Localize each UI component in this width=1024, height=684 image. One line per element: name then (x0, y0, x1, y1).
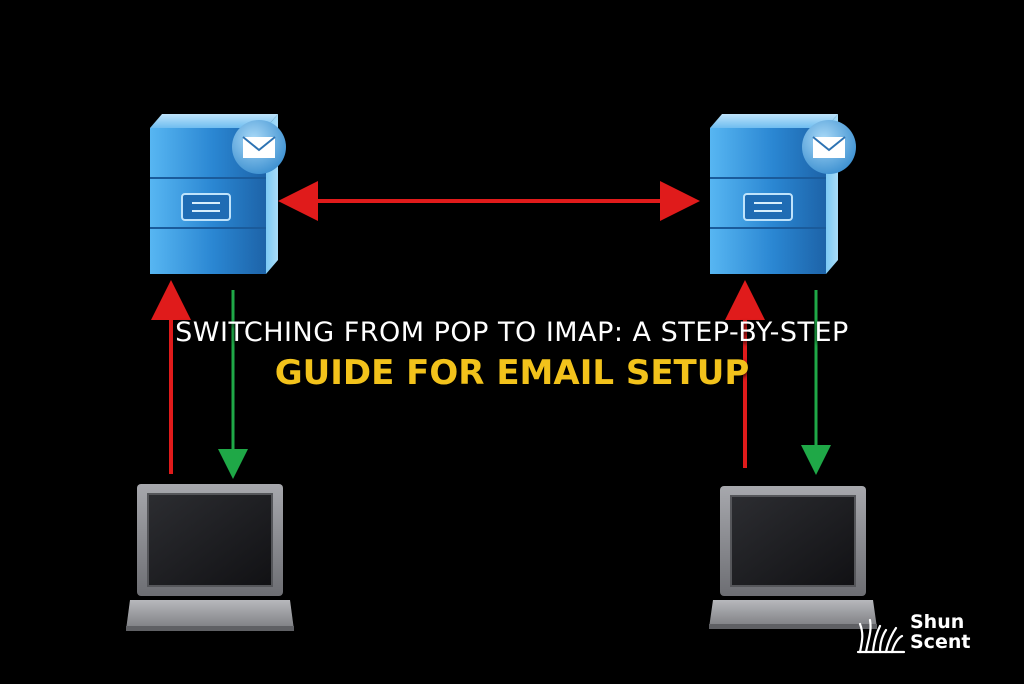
headline-line-1: SWITCHING FROM POP TO IMAP: A STEP-BY-ST… (175, 317, 849, 348)
brand-logo: Shun Scent (856, 612, 990, 654)
laptop-left-icon (126, 484, 294, 631)
headline: SWITCHING FROM POP TO IMAP: A STEP-BY-ST… (0, 316, 1024, 394)
brand-name-line-1: Shun (910, 611, 965, 633)
envelope-right-icon (802, 120, 856, 174)
grass-leaf-icon (856, 618, 906, 654)
envelope-left-icon (232, 120, 286, 174)
brand-name-line-2: Scent (910, 631, 971, 653)
headline-line-2: GUIDE FOR EMAIL SETUP (274, 352, 750, 393)
laptop-right-icon (709, 486, 877, 629)
